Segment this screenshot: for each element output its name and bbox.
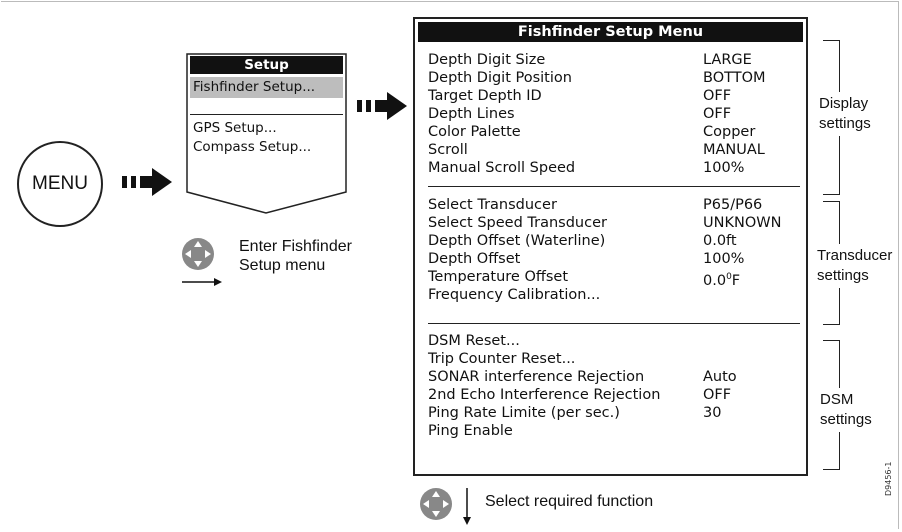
menu-button[interactable]: MENU xyxy=(17,141,103,227)
row-value: OFF xyxy=(703,387,732,403)
row-label: Scroll xyxy=(428,142,468,158)
transducer-label-line2: settings xyxy=(817,267,869,284)
menu-row-2nd-echo-interference-rejection[interactable]: 2nd Echo Interference Rejection OFF xyxy=(428,386,808,404)
dpad-down-icon xyxy=(420,488,471,525)
enter-hint-line1: Enter Fishfinder xyxy=(239,238,352,255)
menu-row-scroll[interactable]: Scroll MANUAL xyxy=(428,141,808,159)
row-value: 30 xyxy=(703,405,722,421)
display-settings-label: Display settings xyxy=(819,92,871,136)
menu-row-ping-enable[interactable]: Ping Enable xyxy=(428,422,808,440)
temp-value: 0.0 xyxy=(703,272,727,289)
row-label: Depth Offset xyxy=(428,251,521,267)
menu-row-depth-offset-waterline[interactable]: Depth Offset (Waterline) 0.0ft xyxy=(428,232,808,250)
menu-row-select-transducer[interactable]: Select Transducer P65/P66 xyxy=(428,196,808,214)
row-label: Frequency Calibration... xyxy=(428,287,601,303)
menu-row-depth-lines[interactable]: Depth Lines OFF xyxy=(428,105,808,123)
row-value: MANUAL xyxy=(703,142,765,158)
enter-hint: Enter Fishfinder Setup menu xyxy=(239,237,352,275)
row-label: Depth Offset (Waterline) xyxy=(428,233,606,249)
row-label: Select Speed Transducer xyxy=(428,215,607,231)
row-value: Auto xyxy=(703,369,737,385)
row-label: Manual Scroll Speed xyxy=(428,160,576,176)
row-value: LARGE xyxy=(703,52,752,68)
row-value: P65/P66 xyxy=(703,197,763,213)
section-divider xyxy=(428,323,800,324)
setup-menu-title: Setup xyxy=(190,56,343,74)
arrow-right-icon xyxy=(122,168,172,196)
transducer-settings-label: Transducer settings xyxy=(817,244,893,288)
menu-row-dsm-reset[interactable]: DSM Reset... xyxy=(428,332,808,350)
row-value: 100% xyxy=(703,251,745,267)
dpad-right-icon xyxy=(182,238,222,286)
row-label: Color Palette xyxy=(428,124,521,140)
menu-button-label: MENU xyxy=(32,173,88,194)
select-hint: Select required function xyxy=(485,493,654,510)
menu-row-temperature-offset[interactable]: Temperature Offset 0.00F xyxy=(428,268,808,289)
row-label: DSM Reset... xyxy=(428,333,520,349)
figure-code: D9456-1 xyxy=(884,461,893,497)
fishfinder-setup-menu: Fishfinder Setup Menu Depth Digit Size LA… xyxy=(413,17,808,476)
row-label: Depth Digit Position xyxy=(428,70,572,86)
display-label-line1: Display xyxy=(819,95,869,112)
row-value: BOTTOM xyxy=(703,70,766,86)
setup-item-compass[interactable]: Compass Setup... xyxy=(193,139,312,155)
row-label: Depth Digit Size xyxy=(428,52,546,68)
menu-row-depth-offset[interactable]: Depth Offset 100% xyxy=(428,250,808,268)
row-label: Ping Enable xyxy=(428,423,513,439)
row-label: Depth Lines xyxy=(428,106,515,122)
menu-row-depth-digit-size[interactable]: Depth Digit Size LARGE xyxy=(428,51,808,69)
row-label: Temperature Offset xyxy=(428,269,569,285)
section-divider xyxy=(428,186,800,187)
row-value: OFF xyxy=(703,88,732,104)
transducer-label-line1: Transducer xyxy=(817,247,893,264)
row-label: Ping Rate Limite (per sec.) xyxy=(428,405,620,421)
menu-row-color-palette[interactable]: Color Palette Copper xyxy=(428,123,808,141)
menu-row-ping-rate-limite[interactable]: Ping Rate Limite (per sec.) 30 xyxy=(428,404,808,422)
row-label: SONAR interference Rejection xyxy=(428,369,645,385)
row-value: Copper xyxy=(703,124,756,140)
row-value: 0.0ft xyxy=(703,233,737,249)
row-label: Target Depth ID xyxy=(428,88,542,104)
setup-item-gps[interactable]: GPS Setup... xyxy=(193,120,277,136)
menu-row-trip-counter-reset[interactable]: Trip Counter Reset... xyxy=(428,350,808,368)
setup-item-fishfinder[interactable]: Fishfinder Setup... xyxy=(190,77,343,98)
row-value: OFF xyxy=(703,106,732,122)
temp-unit: F xyxy=(731,272,741,289)
row-label: Select Transducer xyxy=(428,197,557,213)
setup-menu: Setup Fishfinder Setup... GPS Setup... C… xyxy=(186,53,347,214)
menu-row-manual-scroll-speed[interactable]: Manual Scroll Speed 100% xyxy=(428,159,808,177)
menu-row-frequency-calibration[interactable]: Frequency Calibration... xyxy=(428,286,808,304)
fishfinder-menu-title: Fishfinder Setup Menu xyxy=(418,22,803,42)
menu-row-target-depth-id[interactable]: Target Depth ID OFF xyxy=(428,87,808,105)
row-value: UNKNOWN xyxy=(703,215,782,231)
enter-hint-line2: Setup menu xyxy=(239,257,326,274)
menu-row-sonar-interference-rejection[interactable]: SONAR interference Rejection Auto xyxy=(428,368,808,386)
arrow-right-icon xyxy=(357,92,407,120)
row-value: 0.00F xyxy=(703,268,740,290)
dsm-label-line2: settings xyxy=(820,411,872,428)
row-value: 100% xyxy=(703,160,745,176)
dsm-settings-label: DSM settings xyxy=(820,388,872,432)
row-label: 2nd Echo Interference Rejection xyxy=(428,387,661,403)
menu-row-select-speed-transducer[interactable]: Select Speed Transducer UNKNOWN xyxy=(428,214,808,232)
temp-degree: 0 xyxy=(726,272,732,282)
setup-divider xyxy=(190,114,343,115)
row-label: Trip Counter Reset... xyxy=(428,351,576,367)
display-label-line2: settings xyxy=(819,115,871,132)
dsm-label-line1: DSM xyxy=(820,391,854,408)
menu-row-depth-digit-position[interactable]: Depth Digit Position BOTTOM xyxy=(428,69,808,87)
